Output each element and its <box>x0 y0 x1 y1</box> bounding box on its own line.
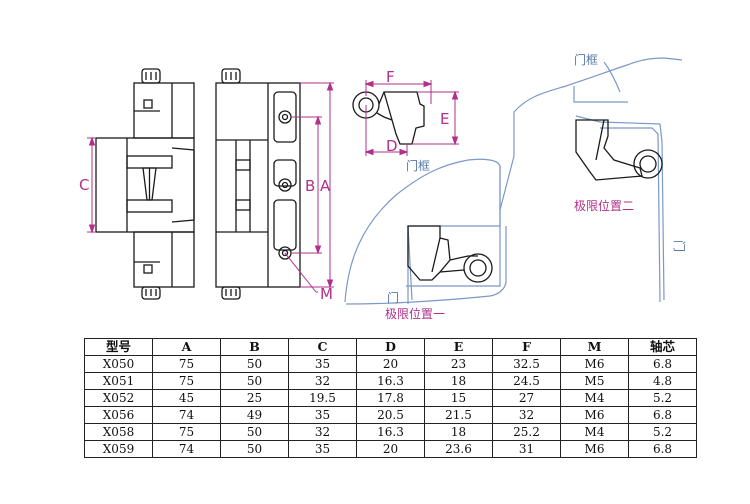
label-e: E <box>440 110 449 128</box>
cell-a: 74 <box>152 406 221 424</box>
cell-model: X051 <box>84 372 153 390</box>
cell-c: 35 <box>288 406 357 424</box>
cell-model: X050 <box>84 355 153 373</box>
label-a: A <box>320 177 331 195</box>
cell-d: 16.3 <box>356 372 425 390</box>
cell-m: M6 <box>560 355 629 373</box>
label-limit-position-1: 极限位置一 <box>385 306 445 321</box>
spec-table: 型号 A B C D E F M 轴芯 X050 75 50 35 20 23 … <box>84 338 697 458</box>
header-b: B <box>220 338 289 356</box>
cell-model: X056 <box>84 406 153 424</box>
table-header-row: 型号 A B C D E F M 轴芯 <box>84 338 697 356</box>
cell-b: 50 <box>220 355 289 373</box>
hinge-technical-drawing: C B <box>79 52 687 321</box>
label-door-frame-1: 门框 <box>406 158 430 173</box>
cell-shaft: 5.2 <box>628 423 697 441</box>
cell-f: 32.5 <box>492 355 561 373</box>
cell-a: 75 <box>152 372 221 390</box>
cell-shaft: 6.8 <box>628 440 697 458</box>
label-f: F <box>386 68 395 86</box>
cell-b: 49 <box>220 406 289 424</box>
cell-e: 15 <box>424 389 493 407</box>
cell-model: X052 <box>84 389 153 407</box>
cell-f: 32 <box>492 406 561 424</box>
label-limit-position-2: 极限位置二 <box>574 198 634 213</box>
door-frame-outline-2 <box>499 57 683 303</box>
header-shaft: 轴芯 <box>628 338 697 356</box>
cell-f: 24.5 <box>492 372 561 390</box>
table-row: X050 75 50 35 20 23 32.5 M6 6.8 <box>84 355 697 373</box>
dimension-c <box>87 136 96 234</box>
cell-b: 50 <box>220 440 289 458</box>
dimension-m <box>284 252 318 293</box>
label-d: D <box>386 137 398 155</box>
hinge-front-view <box>95 68 195 300</box>
table-row: X059 74 50 35 20 23.6 31 M6 6.8 <box>84 440 697 458</box>
dimension-b <box>291 115 322 255</box>
cell-shaft: 4.8 <box>628 372 697 390</box>
header-model: 型号 <box>84 338 153 356</box>
dimension-a <box>300 81 334 289</box>
cell-c: 35 <box>288 355 357 373</box>
cell-c: 32 <box>288 372 357 390</box>
hinge-side-view <box>215 68 301 300</box>
hinge-limit-position-1 <box>407 225 493 283</box>
header-e: E <box>424 338 493 356</box>
cell-e: 18 <box>424 372 493 390</box>
door-frame-outline-1 <box>344 158 501 304</box>
cell-model: X058 <box>84 423 153 441</box>
cell-a: 45 <box>152 389 221 407</box>
cell-shaft: 6.8 <box>628 406 697 424</box>
cell-d: 16.3 <box>356 423 425 441</box>
cell-c: 35 <box>288 440 357 458</box>
header-f: F <box>492 338 561 356</box>
cell-f: 27 <box>492 389 561 407</box>
header-m: M <box>560 338 629 356</box>
dimension-e <box>412 90 459 146</box>
label-door-1: 门 <box>387 290 399 305</box>
cell-shaft: 5.2 <box>628 389 697 407</box>
cell-m: M4 <box>560 389 629 407</box>
label-door-2: 门 <box>672 240 687 252</box>
hinge-limit-position-2 <box>575 119 663 181</box>
header-c: C <box>288 338 357 356</box>
cell-d: 20 <box>356 355 425 373</box>
cell-m: M6 <box>560 440 629 458</box>
header-d: D <box>356 338 425 356</box>
label-c: C <box>79 176 89 194</box>
cell-b: 25 <box>220 389 289 407</box>
table-row: X058 75 50 32 16.3 18 25.2 M4 5.2 <box>84 423 697 441</box>
cell-b: 50 <box>220 423 289 441</box>
label-m: M <box>320 285 333 303</box>
cell-b: 50 <box>220 372 289 390</box>
cell-d: 17.8 <box>356 389 425 407</box>
cell-e: 21.5 <box>424 406 493 424</box>
table-row: X051 75 50 32 16.3 18 24.5 M5 4.8 <box>84 372 697 390</box>
cell-d: 20 <box>356 440 425 458</box>
cell-a: 75 <box>152 355 221 373</box>
cell-a: 74 <box>152 440 221 458</box>
header-a: A <box>152 338 221 356</box>
cell-f: 25.2 <box>492 423 561 441</box>
cell-e: 23 <box>424 355 493 373</box>
table-row: X052 45 25 19.5 17.8 15 27 M4 5.2 <box>84 389 697 407</box>
cell-a: 75 <box>152 423 221 441</box>
dimension-f <box>364 80 433 104</box>
cell-m: M5 <box>560 372 629 390</box>
cell-e: 18 <box>424 423 493 441</box>
cell-f: 31 <box>492 440 561 458</box>
cell-shaft: 6.8 <box>628 355 697 373</box>
cell-c: 19.5 <box>288 389 357 407</box>
dimension-d <box>364 105 409 156</box>
cell-m: M4 <box>560 423 629 441</box>
cell-e: 23.6 <box>424 440 493 458</box>
cell-m: M6 <box>560 406 629 424</box>
label-b: B <box>305 177 315 195</box>
table-row: X056 74 49 35 20.5 21.5 32 M6 6.8 <box>84 406 697 424</box>
cell-c: 32 <box>288 423 357 441</box>
door-outline-1 <box>345 226 507 305</box>
cell-model: X059 <box>84 440 153 458</box>
cell-d: 20.5 <box>356 406 425 424</box>
label-door-frame-2: 门框 <box>574 52 598 67</box>
